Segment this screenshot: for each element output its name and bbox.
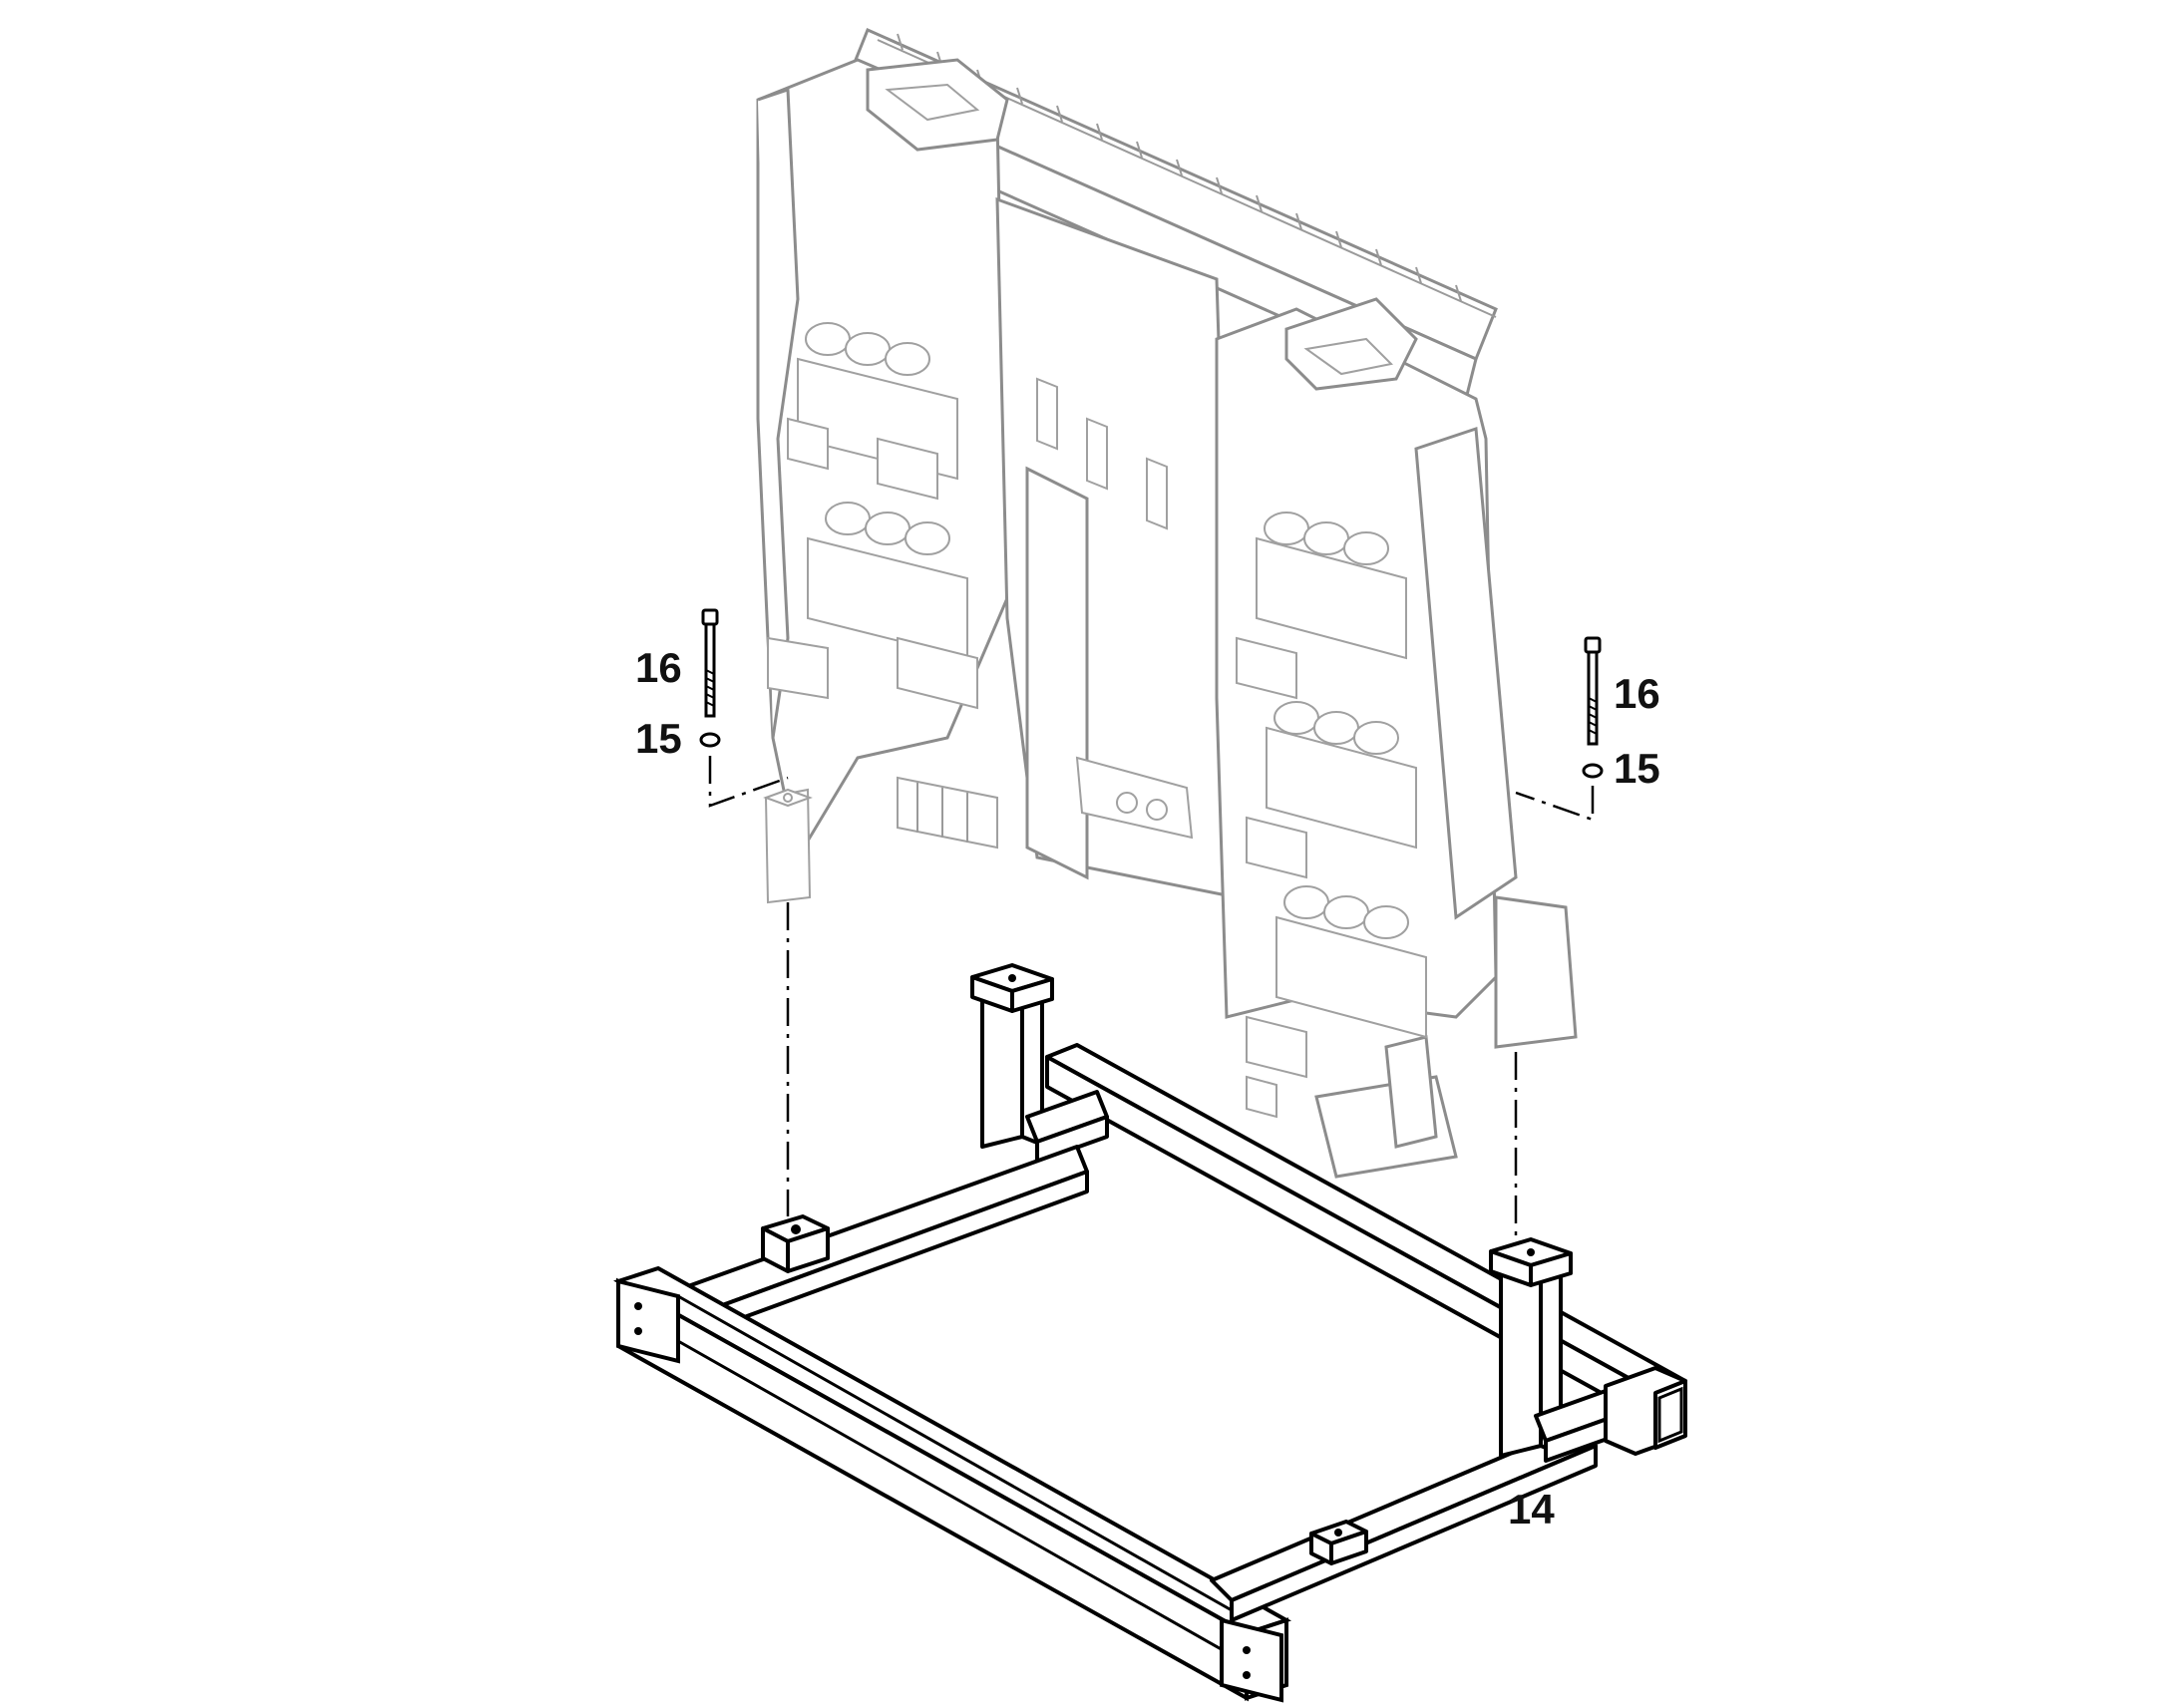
valve-stack-left-upper bbox=[787, 322, 958, 501]
support-frame bbox=[613, 963, 1687, 1703]
callout-right-washer: 15 bbox=[1614, 745, 1660, 792]
callout-left-bolt: 16 bbox=[635, 644, 682, 691]
valve-block-assembly bbox=[756, 27, 1578, 1179]
left-bolt bbox=[701, 608, 719, 718]
valve-stack-right-2 bbox=[1246, 701, 1417, 879]
left-washer bbox=[699, 732, 721, 748]
small-manifold bbox=[897, 776, 998, 850]
callout-left-washer: 15 bbox=[635, 715, 682, 762]
right-washer bbox=[1582, 763, 1604, 779]
valve-stack-left-lower bbox=[767, 502, 978, 710]
right-bolt bbox=[1584, 636, 1602, 746]
callout-frame: 14 bbox=[1508, 1486, 1555, 1533]
assembly-leader-lines bbox=[708, 756, 1595, 1241]
callout-right-bolt: 16 bbox=[1614, 670, 1660, 717]
valve-stack-right-3 bbox=[1246, 885, 1427, 1119]
center-panel bbox=[995, 196, 1239, 899]
valve-stack-right-1 bbox=[1236, 512, 1407, 700]
